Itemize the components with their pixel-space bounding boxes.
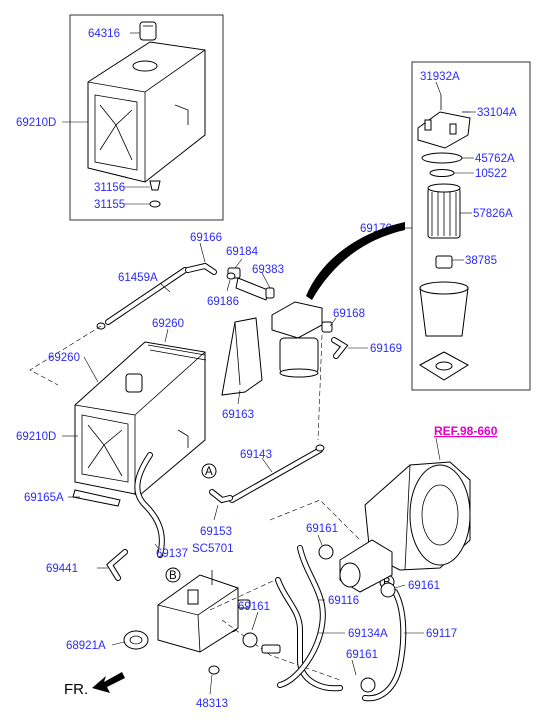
part-number: 33104A	[477, 107, 517, 119]
dashed-connector	[209, 579, 276, 611]
explode-arrow	[306, 222, 405, 300]
part-number: 69117	[426, 628, 457, 640]
fitting-69383	[235, 277, 275, 301]
part-number: 31156	[94, 182, 125, 194]
part-number: 61459A	[118, 272, 158, 284]
part-number: 69210D	[16, 117, 56, 129]
part-number: 69161	[346, 649, 378, 661]
part-number: 69260	[48, 352, 80, 364]
reference-link[interactable]: REF.98-660	[434, 424, 498, 438]
part-number: 69166	[190, 232, 222, 244]
part-number: 69163	[222, 409, 254, 421]
callout-a	[201, 463, 217, 479]
part-number: 45762A	[475, 153, 515, 165]
flange-halves	[242, 544, 396, 693]
dashed-connector	[269, 499, 361, 541]
part-number: 31932A	[420, 71, 460, 83]
dashed-connector	[29, 325, 102, 386]
hose-69116	[277, 545, 326, 688]
part-number: 69134A	[348, 628, 388, 640]
elbow-fitting-69166	[185, 262, 217, 275]
washer-top	[149, 200, 161, 208]
part-number: 48313	[196, 698, 228, 710]
part-number: 69161	[306, 523, 338, 535]
part-number: 64316	[88, 28, 120, 40]
part-number: 69153	[200, 526, 232, 538]
hose-69441	[106, 549, 128, 581]
part-number: 69441	[46, 563, 78, 575]
fuel-tank-bottom	[74, 341, 207, 496]
o-rings	[421, 152, 463, 177]
callout-a-letter: A	[205, 466, 213, 478]
hose-69169	[331, 337, 349, 359]
clamp-69186	[226, 272, 236, 280]
part-number: 69383	[252, 264, 284, 276]
hose-fitting-left	[237, 599, 281, 654]
part-number: 69169	[370, 343, 402, 355]
pump-sc5701	[157, 570, 239, 653]
hose-69137	[134, 452, 165, 558]
filter-spring	[435, 255, 453, 269]
engine-pump-assembly	[339, 461, 471, 593]
front-direction-indicator: FR.	[64, 672, 125, 698]
o-ring-48313	[208, 665, 220, 675]
elbow-69153	[209, 489, 233, 504]
callout-b-letter: B	[169, 570, 177, 582]
part-number: 57826A	[473, 208, 513, 220]
fuel-filter-detail-box	[411, 61, 531, 391]
filter-housing	[271, 301, 323, 378]
fitting-69168	[321, 321, 333, 333]
callout-b	[165, 567, 181, 583]
filter-base	[419, 351, 469, 381]
part-number: 69260	[152, 318, 184, 330]
filter-element	[427, 183, 461, 239]
part-number: 31155	[94, 199, 125, 211]
part-number: 69210D	[16, 431, 56, 443]
part-number: 69186	[207, 296, 239, 308]
part-number: 69161	[238, 601, 270, 613]
hose-69134a	[275, 577, 343, 692]
part-number: SC5701	[192, 543, 234, 555]
part-number: 69168	[333, 308, 365, 320]
fuel-tank-top	[87, 41, 206, 183]
part-number: 68921A	[66, 640, 106, 652]
front-label: FR.	[64, 681, 88, 698]
tank-cap-bottom	[125, 373, 143, 393]
part-number: 38785	[465, 255, 497, 267]
part-number: 69116	[328, 595, 359, 607]
filter-head	[417, 95, 471, 149]
part-number: 69184	[226, 246, 259, 258]
part-number: 10522	[475, 168, 507, 180]
front-arrow-icon	[92, 672, 125, 693]
part-number: 69143	[240, 449, 272, 461]
dashed-connector	[317, 334, 323, 441]
part-number: 69165A	[24, 492, 64, 504]
fuel-tank-detail-box	[69, 14, 224, 221]
drain-plug-top	[149, 180, 161, 191]
hose-69117	[362, 589, 407, 702]
tank-cap-top	[139, 21, 157, 41]
oil-seal-68921a	[123, 630, 149, 650]
part-number: 69161	[408, 580, 440, 592]
fuel-line-69143	[229, 444, 325, 503]
part-number: 69137	[156, 548, 188, 560]
tank-pad-69165a	[72, 489, 121, 507]
filter-bowl	[419, 281, 469, 337]
bracket-69163	[221, 317, 263, 396]
dashed-connector	[221, 619, 341, 681]
